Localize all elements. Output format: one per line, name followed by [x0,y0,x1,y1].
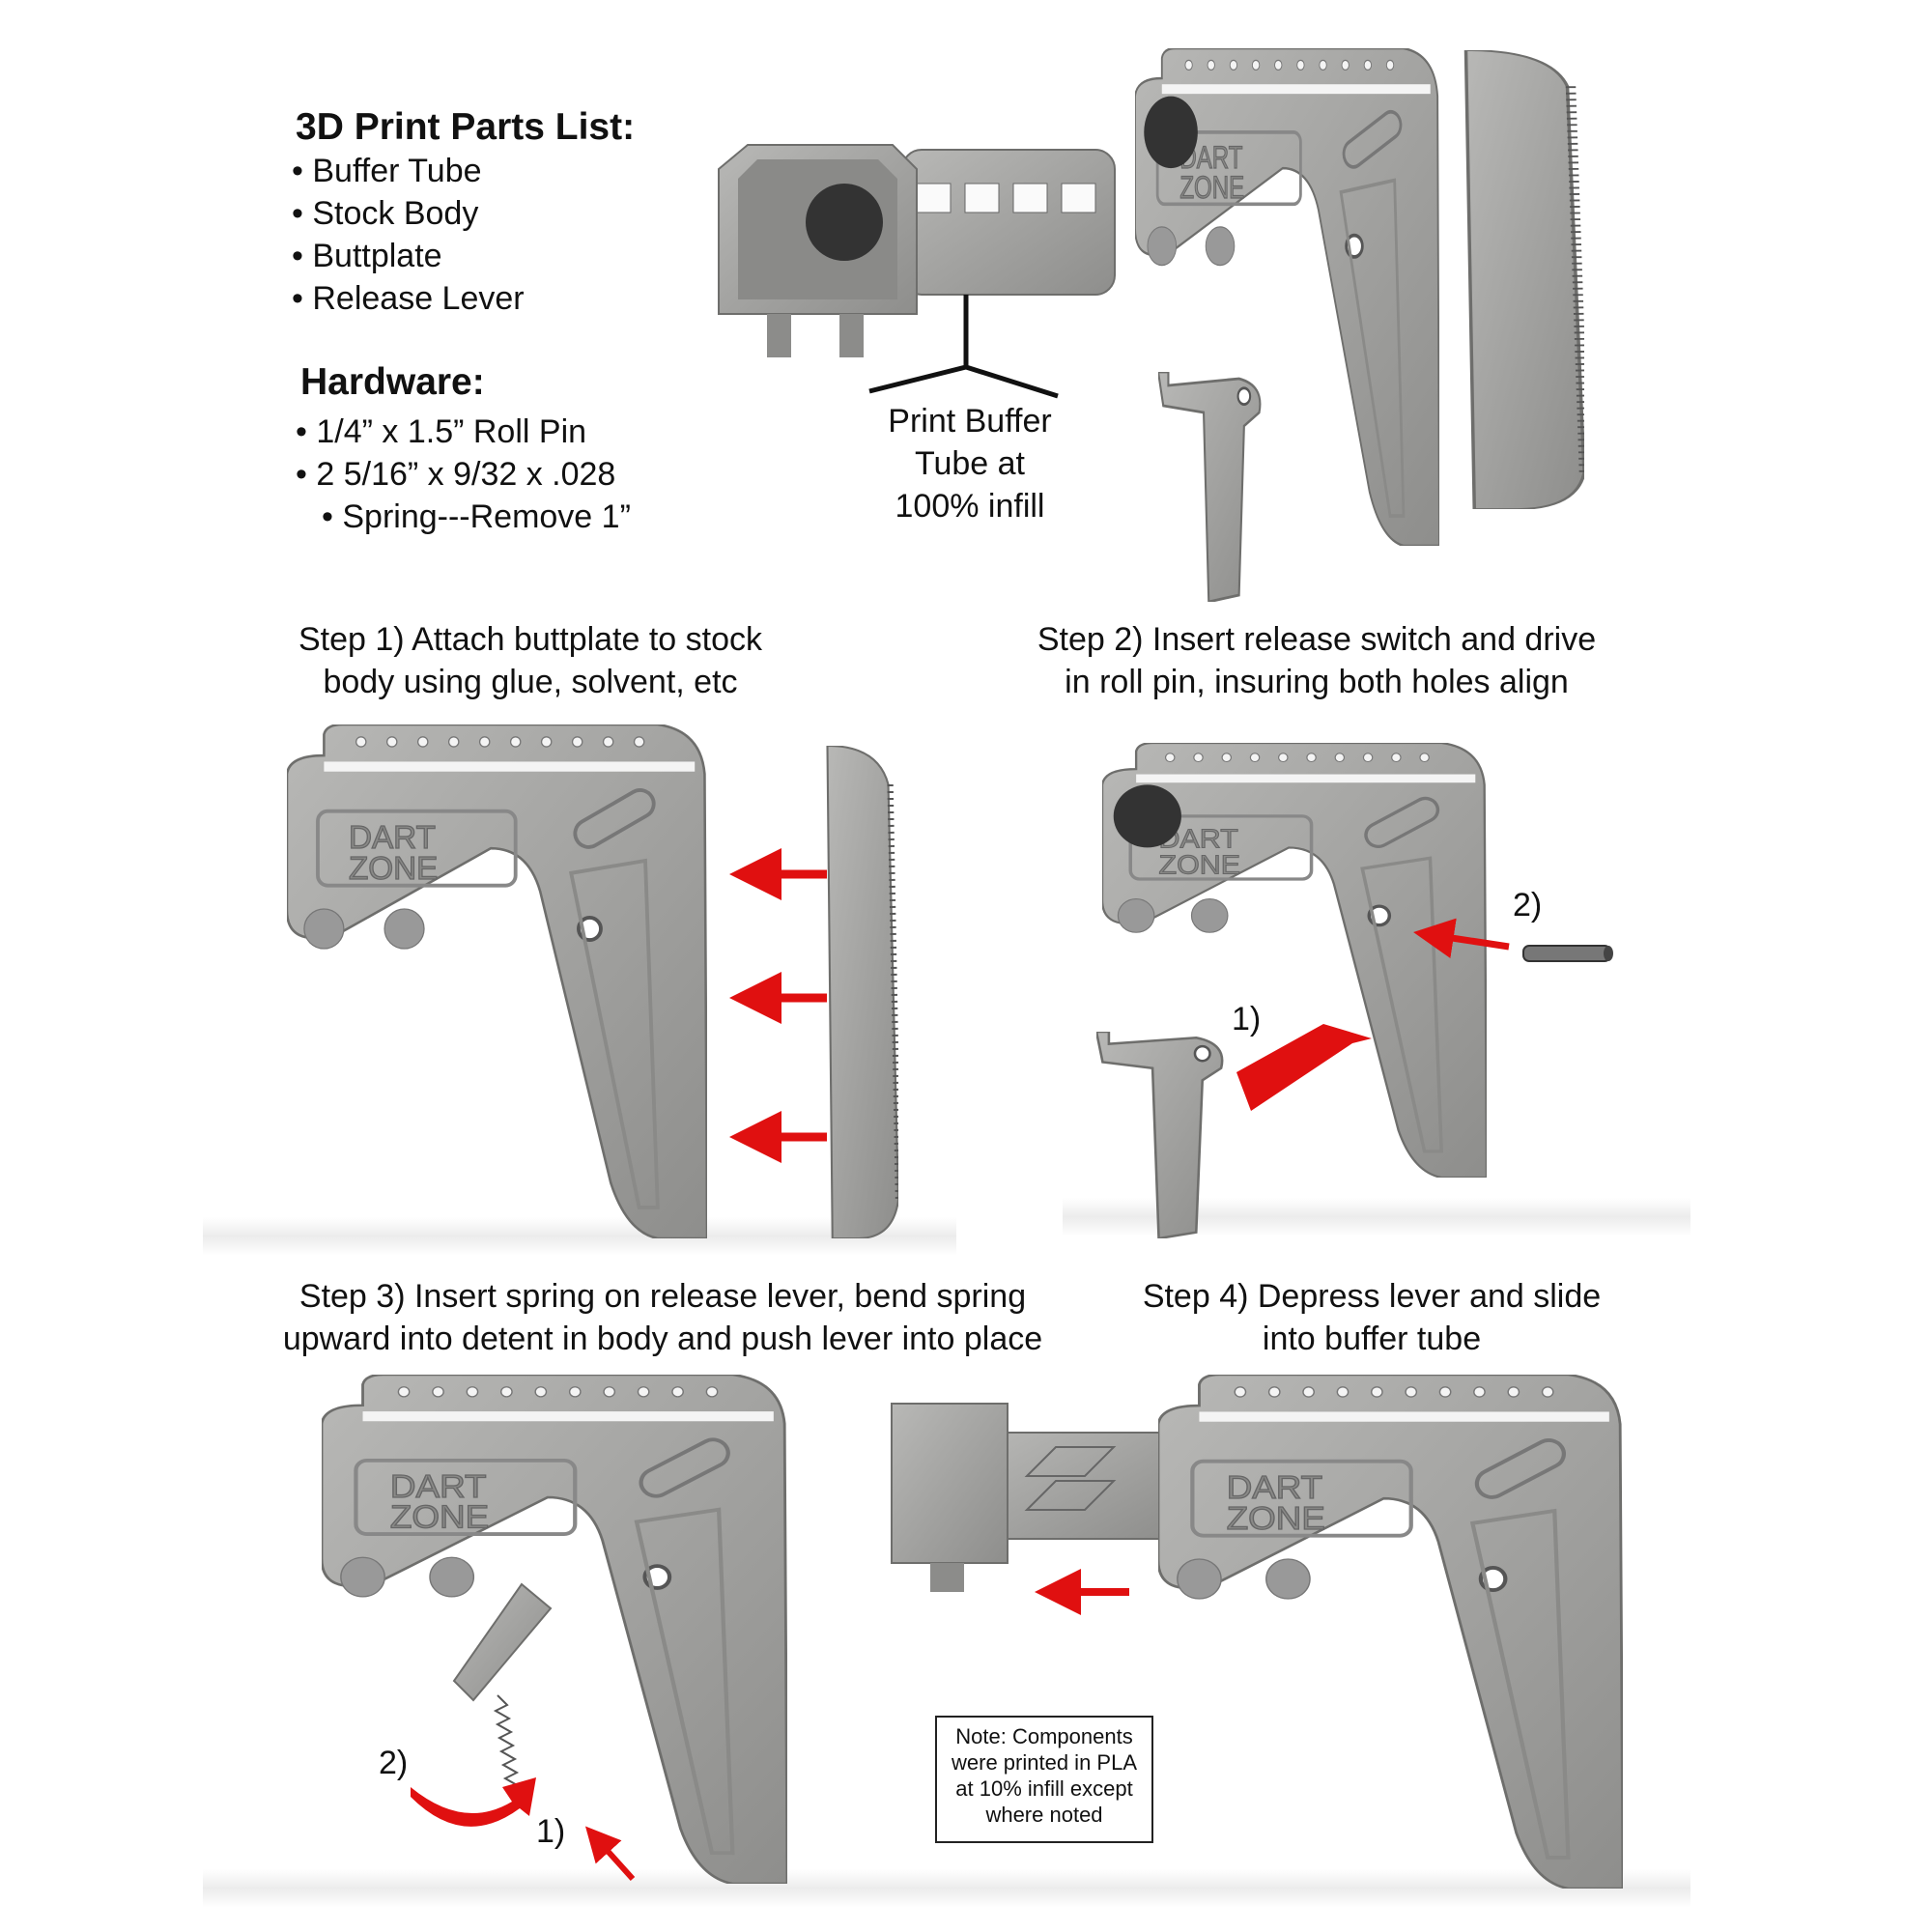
step-4-buffer-tube [892,1404,1172,1597]
step-3-label-1: 1) [536,1813,565,1851]
buffer-callout-bracket [869,295,1063,401]
step-2-label-1: 1) [1232,1001,1261,1038]
step-2-release-lever [1096,1032,1234,1238]
hardware-title: Hardware: [300,361,485,404]
hardware-item: 1/4” x 1.5” Roll Pin [296,411,631,453]
step-4-caption: Step 4) Depress lever and slide into buf… [1082,1275,1662,1360]
caption-line: Step 3) Insert spring on release lever, … [228,1275,1097,1318]
caption-line: Step 4) Depress lever and slide [1082,1275,1662,1318]
caption-line: in roll pin, insuring both holes align [979,661,1655,703]
caption-line: body using glue, solvent, etc [241,661,820,703]
roll-pin-illustration [1521,942,1618,967]
note-line: at 10% infill except [945,1776,1144,1802]
step-3-caption: Step 3) Insert spring on release lever, … [228,1275,1097,1360]
caption-line: Step 1) Attach buttplate to stock [241,618,820,661]
step-2-caption: Step 2) Insert release switch and drive … [979,618,1655,703]
curved-arrow-icon [411,1777,536,1827]
parts-list-item: Stock Body [292,192,525,235]
step-2-label-2: 2) [1513,887,1542,924]
parts-list-item: Release Lever [292,277,525,320]
parts-list: Buffer Tube Stock Body Buttplate Release… [292,150,525,320]
caption-line: upward into detent in body and push leve… [228,1318,1097,1360]
buffer-callout-line: 100% infill [873,485,1066,527]
step-2-arrows [1227,918,1517,1130]
hardware-item: 2 5/16” x 9/32 x .028 [296,453,631,496]
buffer-callout: Print Buffer Tube at 100% infill [873,400,1066,527]
note-line: Note: Components [945,1723,1144,1749]
arrow-icon [589,1831,633,1879]
buffer-callout-line: Print Buffer [873,400,1066,442]
note-line: where noted [945,1802,1144,1828]
print-note-box: Note: Components were printed in PLA at … [935,1716,1153,1843]
buffer-callout-line: Tube at [873,442,1066,485]
step-3-arrows [406,1758,638,1884]
step-1-arrows [715,850,831,1159]
parts-list-title: 3D Print Parts List: [296,106,635,149]
step-4-arrow [1019,1579,1135,1605]
release-lever-illustration [1158,372,1269,602]
step-1-stock-body [287,724,707,1238]
caption-line: Step 2) Insert release switch and drive [979,618,1655,661]
arrow-icon [1420,933,1509,947]
note-line: were printed in PLA [945,1749,1144,1776]
hardware-item-continuation: Spring---Remove 1” [296,496,631,538]
parts-list-item: Buffer Tube [292,150,525,192]
step-4-stock-body [1158,1375,1623,1889]
caption-line: into buffer tube [1082,1318,1662,1360]
parts-list-item: Buttplate [292,235,525,277]
step-3-label-2: 2) [379,1745,408,1782]
buttplate-illustration [1449,50,1584,509]
hardware-list: 1/4” x 1.5” Roll Pin 2 5/16” x 9/32 x .0… [296,411,631,538]
step-1-caption: Step 1) Attach buttplate to stock body u… [241,618,820,703]
